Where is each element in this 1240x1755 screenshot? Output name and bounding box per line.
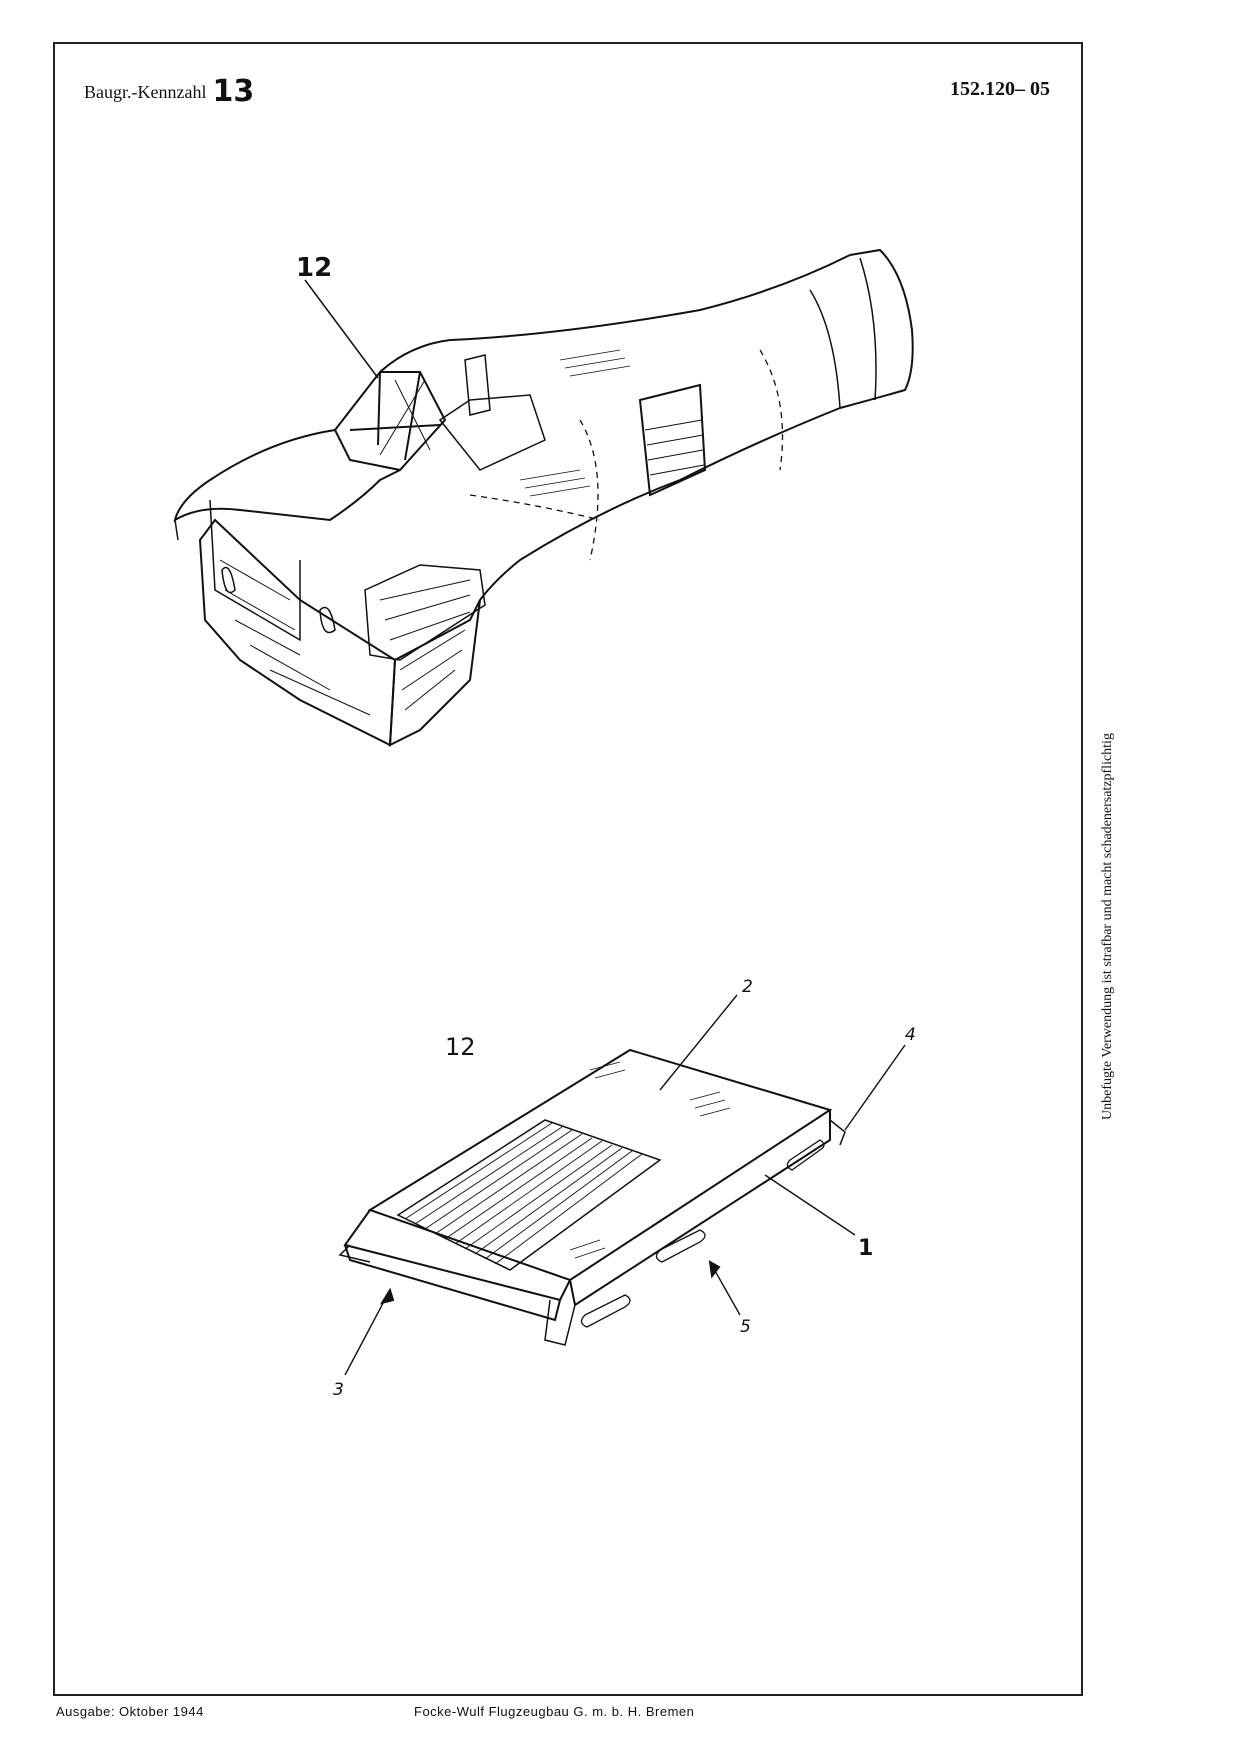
group-label: Baugr.-Kennzahl [84,82,207,102]
edition-date: Ausgabe: Oktober 1944 [56,1704,204,1719]
panel-illustration [338,994,906,1376]
callout-3: 3 [333,1380,344,1400]
doc-number: 152.120– 05 [950,78,1050,100]
callout-4: 4 [905,1025,916,1045]
top-callout-number: 12 [296,253,332,283]
callout-5: 5 [740,1317,751,1337]
usage-warning: Unbefugte Verwendung ist strafbar und ma… [1100,733,1115,1120]
publisher: Focke-Wulf Flugzeugbau G. m. b. H. Breme… [414,1704,695,1719]
bottom-title-callout: 12 [445,1033,476,1061]
callout-1: 1 [858,1236,873,1261]
page-frame [53,42,1083,1696]
fuselage-illustration [173,248,914,747]
callout-2: 2 [742,977,753,997]
group-number: 13 [212,74,255,109]
